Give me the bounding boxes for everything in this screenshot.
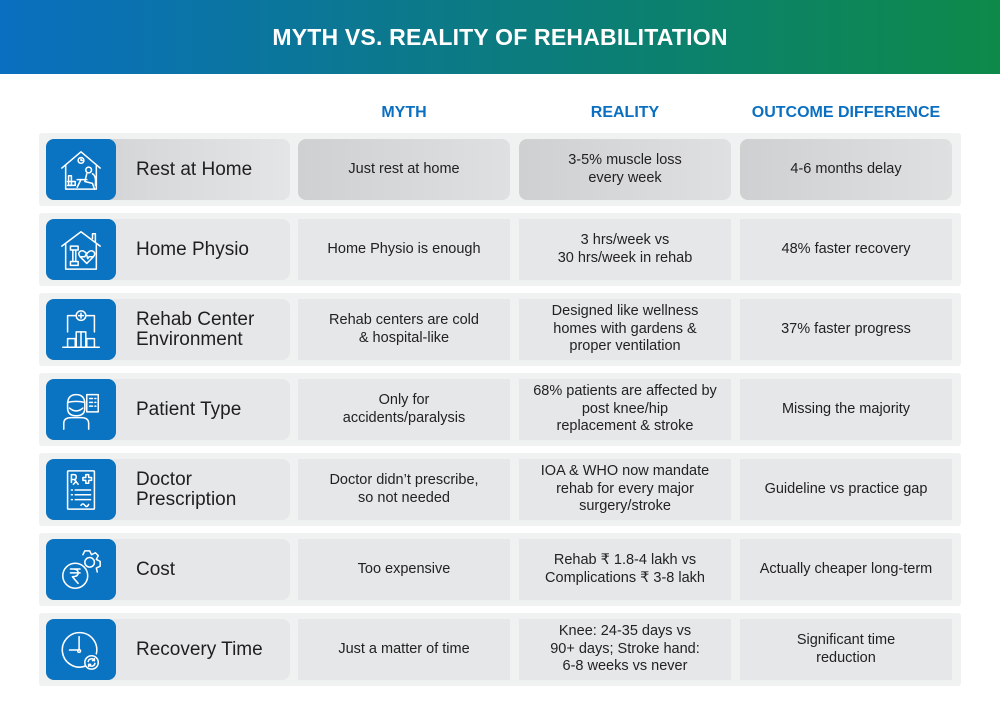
outcome-text: 48% faster recovery	[781, 240, 911, 257]
reality-text: IOA & WHO now mandate rehab for every ma…	[540, 463, 710, 515]
hospital-building-icon	[46, 299, 116, 360]
myth-cell: Rehab centers are cold & hospital-like	[298, 299, 510, 360]
reality-text: Rehab ₹ 1.8-4 lakh vs Complications ₹ 3-…	[545, 552, 705, 586]
outcome-text: 37% faster progress	[781, 320, 911, 337]
myth-text: Too expensive	[357, 560, 451, 577]
outcome-cell: Actually cheaper long-term	[740, 539, 952, 600]
reality-text: Designed like wellness homes with garden…	[551, 303, 699, 355]
category-cell: Home Physio	[46, 219, 290, 280]
reality-text: Knee: 24-35 days vs 90+ days; Stroke han…	[550, 623, 700, 675]
category-cell: Rehab Center Environment	[46, 299, 290, 360]
table-row: Cost Too expensive Rehab ₹ 1.8-4 lakh vs…	[39, 533, 961, 606]
reality-cell: 3 hrs/week vs 30 hrs/week in rehab	[519, 219, 731, 280]
myth-text: Just a matter of time	[338, 640, 470, 657]
reality-cell: 68% patients are affected by post knee/h…	[519, 379, 731, 440]
myth-cell: Too expensive	[298, 539, 510, 600]
outcome-text: Missing the majority	[781, 400, 911, 417]
table-row: Recovery Time Just a matter of time Knee…	[39, 613, 961, 686]
outcome-cell: 37% faster progress	[740, 299, 952, 360]
category-cell: Doctor Prescription	[46, 459, 290, 520]
table-row: Rehab Center Environment Rehab centers a…	[39, 293, 961, 366]
outcome-cell: Significant time reduction	[740, 619, 952, 680]
myth-text: Doctor didn’t prescribe, so not needed	[329, 472, 479, 506]
table-row: Rest at Home Just rest at home 3-5% musc…	[39, 133, 961, 206]
category-label: Recovery Time	[136, 638, 263, 660]
myth-cell: Just a matter of time	[298, 619, 510, 680]
category-label: Cost	[136, 558, 176, 580]
title-banner: MYTH VS. REALITY OF REHABILITATION	[0, 0, 1000, 74]
column-header-reality: REALITY	[590, 104, 660, 121]
myth-text: Only for accidents/paralysis	[342, 392, 466, 426]
reality-cell: Knee: 24-35 days vs 90+ days; Stroke han…	[519, 619, 731, 680]
house-resting-person-icon	[46, 139, 116, 200]
prescription-icon	[46, 459, 116, 520]
outcome-text: Guideline vs practice gap	[764, 480, 928, 497]
reality-text: 68% patients are affected by post knee/h…	[533, 383, 717, 435]
category-label: Rest at Home	[136, 158, 253, 180]
myth-text: Rehab centers are cold & hospital-like	[329, 312, 479, 346]
table-row: Patient Type Only for accidents/paralysi…	[39, 373, 961, 446]
house-dumbbell-heart-icon	[46, 219, 116, 280]
column-header-myth: MYTH	[381, 104, 427, 121]
reality-cell: Designed like wellness homes with garden…	[519, 299, 731, 360]
outcome-cell: 4-6 months delay	[740, 139, 952, 200]
reality-text: 3 hrs/week vs 30 hrs/week in rehab	[557, 232, 693, 266]
category-cell: Recovery Time	[46, 619, 290, 680]
category-label: Doctor Prescription	[136, 468, 237, 510]
myth-text: Home Physio is enough	[327, 240, 481, 257]
myth-cell: Just rest at home	[298, 139, 510, 200]
table-row: Doctor Prescription Doctor didn’t prescr…	[39, 453, 961, 526]
myth-cell: Only for accidents/paralysis	[298, 379, 510, 440]
category-cell: Patient Type	[46, 379, 290, 440]
category-label: Rehab Center Environment	[136, 308, 255, 350]
table-row: Home Physio Home Physio is enough 3 hrs/…	[39, 213, 961, 286]
reality-cell: IOA & WHO now mandate rehab for every ma…	[519, 459, 731, 520]
reality-text: 3-5% muscle loss every week	[568, 152, 682, 186]
outcome-text: Significant time reduction	[796, 632, 896, 666]
category-label: Home Physio	[136, 238, 249, 260]
outcome-cell: Guideline vs practice gap	[740, 459, 952, 520]
outcome-text: Actually cheaper long-term	[759, 560, 933, 577]
category-label: Patient Type	[136, 398, 242, 420]
outcome-cell: Missing the majority	[740, 379, 952, 440]
category-cell: Cost	[46, 539, 290, 600]
myth-cell: Home Physio is enough	[298, 219, 510, 280]
myth-cell: Doctor didn’t prescribe, so not needed	[298, 459, 510, 520]
outcome-cell: 48% faster recovery	[740, 219, 952, 280]
page-title: MYTH VS. REALITY OF REHABILITATION	[272, 23, 728, 50]
patient-chart-icon	[46, 379, 116, 440]
clock-refresh-icon	[46, 619, 116, 680]
reality-cell: 3-5% muscle loss every week	[519, 139, 731, 200]
column-headers: MYTH REALITY OUTCOME DIFFERENCE	[0, 104, 1000, 126]
outcome-text: 4-6 months delay	[790, 160, 902, 177]
reality-cell: Rehab ₹ 1.8-4 lakh vs Complications ₹ 3-…	[519, 539, 731, 600]
myth-text: Just rest at home	[348, 160, 460, 177]
comparison-table: Rest at Home Just rest at home 3-5% musc…	[39, 133, 961, 693]
category-cell: Rest at Home	[46, 139, 290, 200]
column-header-outcome: OUTCOME DIFFERENCE	[751, 104, 941, 121]
rupee-gear-icon	[46, 539, 116, 600]
